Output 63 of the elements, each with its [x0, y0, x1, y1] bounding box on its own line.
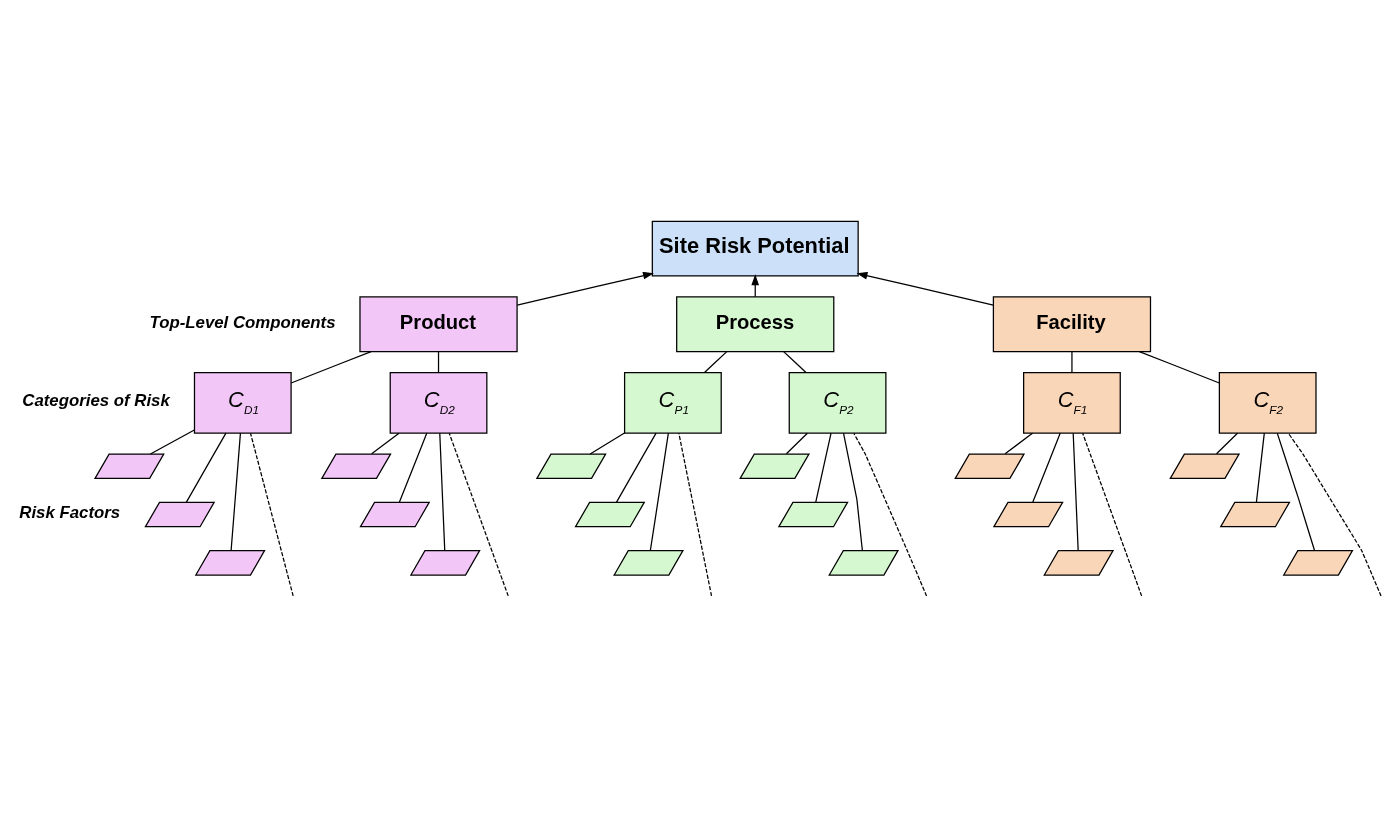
node-box: C$_{D2}$ — [389, 371, 488, 434]
connector — [290, 350, 372, 384]
connector — [1138, 350, 1220, 384]
connector — [678, 432, 713, 597]
connector — [815, 432, 832, 503]
connector — [185, 432, 227, 503]
node-box: C$_{D1}$ — [193, 371, 292, 434]
node-box: Process — [676, 296, 835, 353]
connector — [371, 432, 400, 455]
connector — [649, 432, 669, 551]
node-parallelogram — [954, 453, 1026, 480]
connector — [1082, 432, 1143, 597]
connector — [1255, 432, 1265, 503]
connector — [615, 432, 657, 503]
connector — [249, 432, 294, 597]
node-parallelogram — [574, 501, 646, 528]
connector — [149, 429, 195, 455]
node-box: C$_{F1}$ — [1023, 371, 1121, 434]
label: Top-Level Components — [149, 312, 336, 332]
node-parallelogram — [777, 501, 849, 528]
node-parallelogram — [535, 453, 607, 480]
connector — [785, 432, 809, 455]
connector — [1287, 432, 1382, 597]
connector — [1276, 432, 1316, 552]
connector — [842, 432, 863, 552]
connector — [783, 351, 807, 374]
node-parallelogram — [828, 550, 900, 576]
connector — [1071, 351, 1073, 374]
connector — [448, 432, 509, 597]
node-box: C$_{P2}$ — [788, 371, 887, 434]
node-box: Site Risk Potential — [651, 220, 859, 277]
node-parallelogram — [320, 453, 392, 480]
node-parallelogram — [93, 453, 165, 480]
connector — [589, 432, 626, 455]
node-parallelogram — [1219, 501, 1291, 528]
node-box: Facility — [992, 296, 1152, 353]
node-parallelogram — [1282, 550, 1354, 576]
connector — [1004, 432, 1034, 455]
node-parallelogram — [992, 501, 1064, 528]
connector — [703, 351, 728, 374]
connector — [853, 432, 928, 597]
node-box: C$_{P1}$ — [623, 371, 722, 434]
node-parallelogram — [359, 501, 431, 528]
node-box: C$_{F2}$ — [1218, 371, 1317, 434]
arrow — [856, 271, 994, 306]
connector — [230, 432, 242, 552]
node-parallelogram — [1169, 453, 1241, 480]
label: Categories of Risk — [22, 391, 170, 411]
node-parallelogram — [144, 501, 216, 528]
connector — [439, 432, 446, 552]
node-parallelogram — [1043, 550, 1115, 576]
node-box: Product — [359, 296, 518, 353]
connector — [1032, 432, 1061, 503]
connector — [437, 351, 440, 374]
connector — [1072, 432, 1079, 552]
connector — [398, 432, 428, 503]
arrow — [516, 271, 654, 306]
node-parallelogram — [739, 453, 810, 480]
node-parallelogram — [409, 550, 481, 576]
node-parallelogram — [613, 550, 684, 576]
connector — [1215, 432, 1239, 455]
node-parallelogram — [194, 550, 266, 576]
label: Risk Factors — [19, 502, 121, 522]
